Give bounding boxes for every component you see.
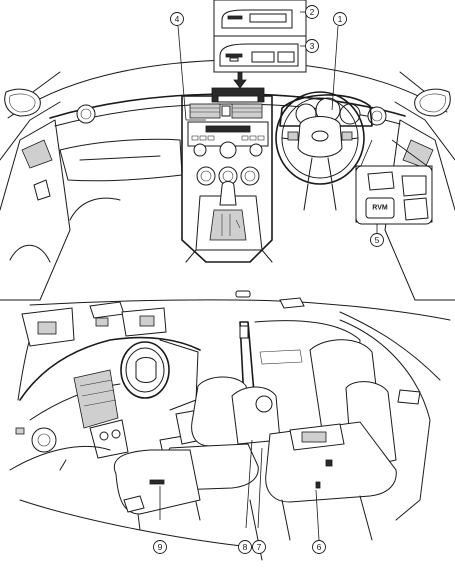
callout-2: 2 [305,5,319,19]
callout-7: 7 [252,540,266,554]
callout-5-label: 5 [375,235,380,245]
callout-9-label: 9 [158,542,163,552]
rvm-button-label: RVM [372,205,388,212]
callout-labels: 1 2 3 4 5 6 7 8 [153,5,384,554]
callout-6: 6 [312,540,326,554]
callout-9: 9 [153,540,167,554]
callout-8-label: 8 [243,542,248,552]
callout-5: 5 [370,233,384,247]
callout-7-label: 7 [257,542,262,552]
cabin-figure [9,290,451,561]
rvm-button [365,197,395,219]
display-inset-panels [213,0,307,89]
callout-1-label: 1 [338,14,343,24]
callout-2-label: 2 [310,7,315,17]
callout-8: 8 [238,540,252,554]
callout-1: 1 [333,12,347,26]
callout-4: 4 [170,12,184,26]
dashboard-figure: RVM [0,0,455,301]
callout-3: 3 [305,39,319,53]
callout-4-label: 4 [175,14,180,24]
callout-3-label: 3 [310,41,315,51]
callout-6-label: 6 [317,542,322,552]
mirror-switch-inset: RVM [355,165,433,225]
